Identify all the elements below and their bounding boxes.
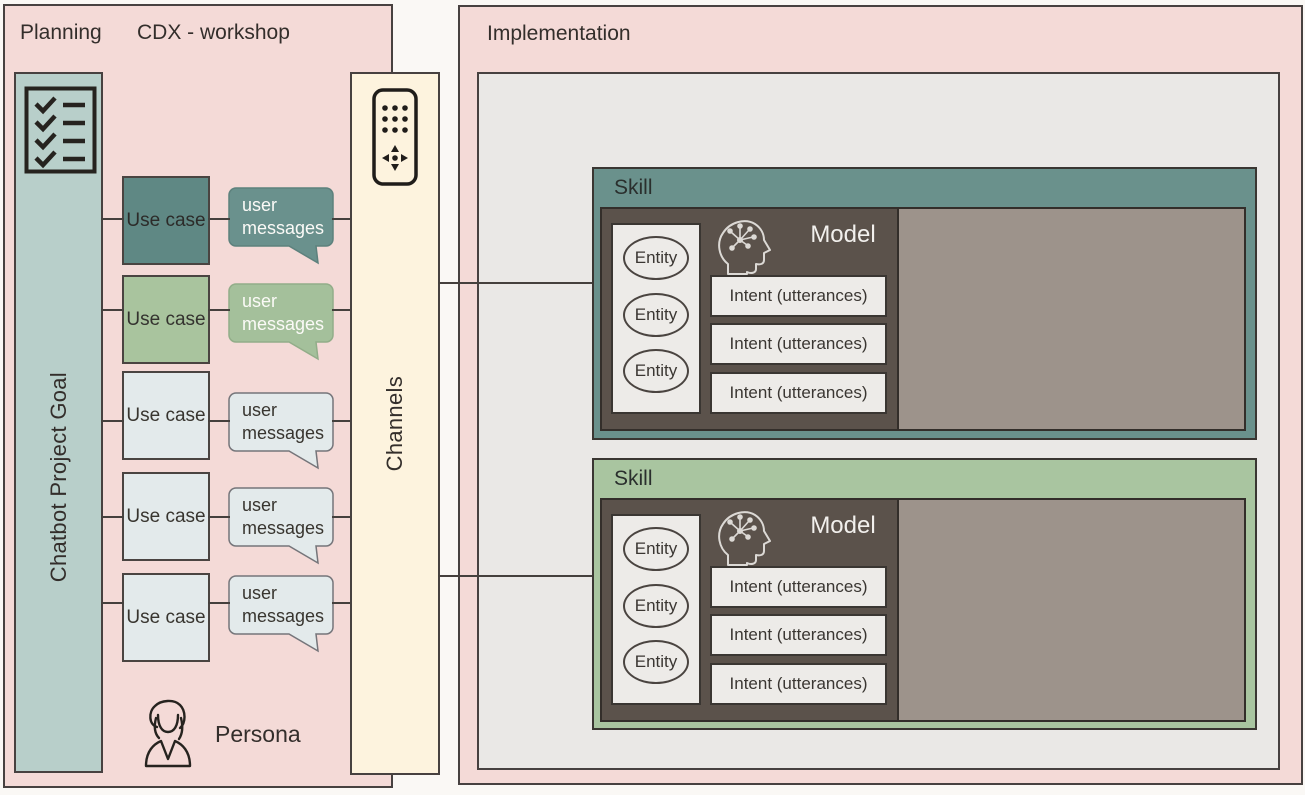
connector-line	[438, 282, 595, 284]
intent-label: Intent (utterances)	[730, 674, 868, 694]
dialog-flow-panel	[897, 498, 1246, 722]
intent-label: Intent (utterances)	[730, 625, 868, 645]
checklist-icon	[24, 86, 97, 174]
skill-title: Skill	[614, 176, 653, 200]
user-messages-label: user messages	[242, 194, 326, 239]
entity-label: Entity	[635, 596, 678, 616]
persona-label: Persona	[215, 721, 301, 748]
intent-label: Intent (utterances)	[730, 334, 868, 354]
user-messages-label: user messages	[242, 399, 326, 444]
connector-line	[208, 309, 230, 311]
connector-line	[438, 575, 595, 577]
user-messages-label: user messages	[242, 494, 326, 539]
connector-line	[101, 602, 124, 604]
connector-line	[101, 309, 124, 311]
entity-ellipse: Entity	[623, 584, 689, 628]
connector-line	[101, 420, 124, 422]
user-messages-bubble-2: user messages	[228, 283, 334, 361]
connector-line	[208, 602, 230, 604]
entity-label: Entity	[635, 305, 678, 325]
user-messages-label: user messages	[242, 290, 326, 335]
intent-box: Intent (utterances)	[710, 275, 887, 317]
use-case-label: Use case	[126, 607, 205, 629]
use-case-box-1: Use case	[122, 176, 210, 265]
use-case-box-5: Use case	[122, 573, 210, 662]
intent-box: Intent (utterances)	[710, 323, 887, 365]
ai-head-icon	[713, 211, 771, 275]
user-messages-bubble-5: user messages	[228, 575, 334, 653]
skill-box-2: Skill Entity Entity Entity Model	[592, 458, 1257, 730]
use-case-box-4: Use case	[122, 472, 210, 561]
user-messages-bubble-4: user messages	[228, 487, 334, 565]
use-case-label: Use case	[126, 210, 205, 232]
connector-line	[208, 218, 230, 220]
user-messages-label: user messages	[242, 582, 326, 627]
skill-title: Skill	[614, 467, 653, 491]
chatbot-project-goal-bar: Chatbot Project Goal	[14, 72, 103, 773]
entity-ellipse: Entity	[623, 293, 689, 337]
skill-box-1: Skill Entity Entity Entity Model	[592, 167, 1257, 440]
workshop-subtitle: CDX - workshop	[137, 21, 290, 45]
intent-label: Intent (utterances)	[730, 286, 868, 306]
entity-label: Entity	[635, 652, 678, 672]
connector-line	[208, 420, 230, 422]
dialog-flow-panel	[897, 207, 1246, 431]
goal-bar-label: Chatbot Project Goal	[46, 372, 72, 582]
entity-label: Entity	[635, 539, 678, 559]
entity-ellipse: Entity	[623, 527, 689, 571]
connector-line	[332, 602, 352, 604]
intent-box: Intent (utterances)	[710, 663, 887, 705]
connector-line	[332, 309, 352, 311]
use-case-box-2: Use case	[122, 275, 210, 364]
implementation-title: Implementation	[487, 22, 631, 46]
ai-head-icon	[713, 502, 771, 566]
entity-label: Entity	[635, 361, 678, 381]
connector-line	[101, 516, 124, 518]
model-box: Entity Entity Entity Model Intent (utter…	[600, 498, 901, 722]
intent-box: Intent (utterances)	[710, 566, 887, 608]
connector-line	[332, 420, 352, 422]
model-title: Model	[788, 512, 898, 540]
channels-bar: Channels	[350, 72, 440, 775]
intent-box: Intent (utterances)	[710, 614, 887, 656]
model-title: Model	[788, 221, 898, 249]
connector-line	[332, 516, 352, 518]
connector-line	[332, 218, 352, 220]
user-messages-bubble-1: user messages	[228, 187, 334, 265]
woman-persona-icon	[142, 698, 194, 768]
entity-label: Entity	[635, 248, 678, 268]
use-case-label: Use case	[126, 506, 205, 528]
use-case-label: Use case	[126, 405, 205, 427]
intent-label: Intent (utterances)	[730, 383, 868, 403]
entity-ellipse: Entity	[623, 236, 689, 280]
intent-label: Intent (utterances)	[730, 577, 868, 597]
channels-label: Channels	[382, 376, 408, 471]
use-case-box-3: Use case	[122, 371, 210, 460]
entity-panel: Entity Entity Entity	[611, 514, 701, 705]
connector-line	[208, 516, 230, 518]
connector-line	[101, 218, 124, 220]
intent-box: Intent (utterances)	[710, 372, 887, 414]
entity-ellipse: Entity	[623, 640, 689, 684]
planning-title: Planning	[20, 21, 102, 45]
entity-ellipse: Entity	[623, 349, 689, 393]
use-case-label: Use case	[126, 309, 205, 331]
model-box: Entity Entity Entity Model Intent (utter…	[600, 207, 901, 431]
entity-panel: Entity Entity Entity	[611, 223, 701, 414]
user-messages-bubble-3: user messages	[228, 392, 334, 470]
